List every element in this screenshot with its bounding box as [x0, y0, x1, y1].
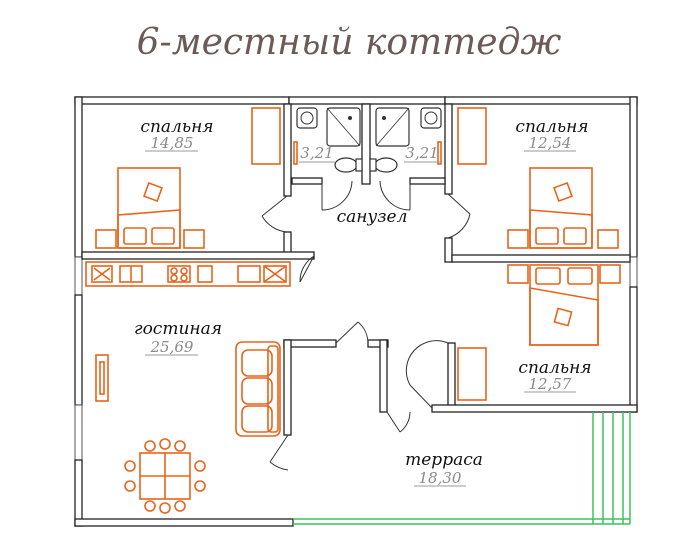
room-area-bath-right: 3,21: [405, 144, 438, 162]
door-bath-left: [321, 180, 353, 211]
door-bed2: [447, 193, 471, 239]
walls: [74, 96, 638, 527]
door-bed3: [405, 340, 449, 409]
room-labels: спальня 14,85 спальня 12,54 спальня 12,5…: [134, 117, 592, 487]
wardrobe-bed1: [251, 107, 281, 165]
wall-left-lower: [74, 459, 83, 527]
wall-left-upper: [74, 96, 83, 258]
nightstand-bed3-right: [599, 264, 621, 284]
room-area-terrace: 18,30: [419, 469, 462, 487]
wall-bottom: [74, 518, 294, 527]
wall-top-bath: [288, 96, 446, 105]
terrace-railing: [293, 412, 631, 525]
bed-bed3: [529, 264, 599, 346]
wall-bath-bottom-left: [291, 177, 323, 185]
room-area-living: 25,69: [150, 338, 194, 356]
toilet-right: [374, 157, 398, 173]
wall-living-right: [283, 339, 292, 436]
wall-bed1-right: [283, 103, 292, 197]
nightstand-bed2-left: [507, 229, 529, 249]
bed-bed2: [529, 167, 593, 249]
wall-right-lower: [629, 286, 638, 413]
nightstand-bed1-left: [95, 229, 117, 249]
wall-closet-top: [283, 339, 337, 348]
wall-bed3-left: [447, 342, 456, 410]
door-bed1: [261, 195, 288, 233]
window-left-2: [74, 404, 83, 461]
wall-bath-bottom-right: [409, 177, 446, 185]
wall-top-right: [444, 96, 638, 105]
sofa: [235, 341, 281, 437]
room-name-terrace: терраса: [405, 450, 483, 470]
nightstand-bed2-right: [597, 229, 619, 249]
door-closet: [335, 321, 369, 344]
door-kitchen: [299, 255, 315, 283]
wall-bath-middle: [361, 103, 371, 185]
kitchen-counter: [85, 261, 291, 287]
wall-bed2-left: [444, 103, 453, 195]
room-name-bed3: спальня: [518, 358, 591, 378]
room-name-bed2: спальня: [515, 117, 588, 137]
wall-bed1-right-lower: [283, 231, 292, 255]
wall-left-mid: [74, 294, 83, 406]
wardrobe-bed2: [457, 107, 487, 165]
wall-bed1-bottom: [81, 251, 315, 260]
wall-bed3-bottom: [431, 404, 638, 413]
room-name-bed1: спальня: [140, 117, 213, 137]
nightstand-bed1-right: [183, 229, 205, 249]
door-bath-right: [379, 180, 411, 211]
room-name-bath: санузел: [337, 207, 408, 227]
nightstand-bed3-left: [507, 264, 529, 284]
page-title: 6-местный коттедж: [136, 22, 562, 63]
door-closet2: [386, 411, 411, 433]
room-name-living: гостиная: [134, 319, 222, 339]
furniture: [85, 107, 621, 514]
wall-bed2-bed3: [451, 254, 631, 263]
wall-closet2-top: [367, 339, 389, 348]
wall-right-upper: [629, 96, 638, 258]
window-right: [629, 256, 638, 288]
toilet-left: [334, 157, 358, 173]
bath-fixtures: [293, 107, 442, 173]
tv-unit: [95, 354, 109, 402]
room-area-bed2: 12,54: [529, 134, 572, 152]
wall-closet2-side: [379, 339, 388, 413]
wall-top-left: [74, 96, 290, 105]
wall-bed2-left-lower: [444, 237, 453, 263]
doors: [261, 180, 471, 471]
window-left-1: [74, 256, 83, 296]
bed-bed1: [117, 167, 181, 249]
wardrobe-bed3: [457, 347, 487, 401]
door-terrace: [269, 434, 289, 471]
room-area-bed3: 12,57: [529, 375, 572, 393]
room-area-bed1: 14,85: [151, 134, 194, 152]
room-area-bath-left: 3,21: [300, 144, 333, 162]
